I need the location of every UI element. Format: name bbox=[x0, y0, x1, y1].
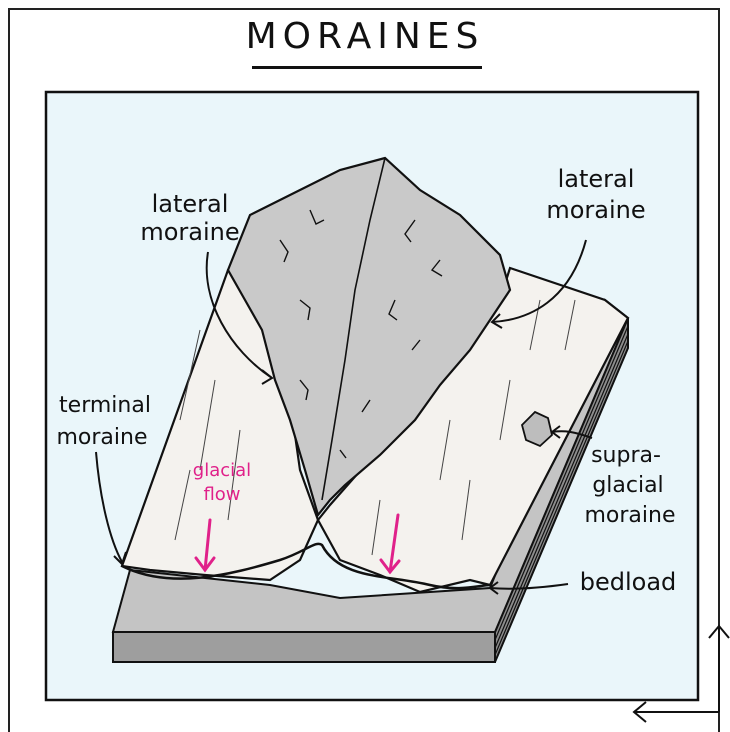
label-lateral-right-2: moraine bbox=[546, 196, 645, 224]
label-lateral-right-1: lateral bbox=[558, 165, 635, 193]
label-bedload: bedload bbox=[580, 568, 677, 596]
label-terminal-1: terminal bbox=[59, 393, 151, 418]
label-flow-1: glacial bbox=[193, 460, 251, 481]
label-flow-2: flow bbox=[203, 484, 240, 505]
label-terminal-2: moraine bbox=[56, 425, 147, 450]
label-supra-2: glacial bbox=[592, 473, 663, 498]
label-supra-3: moraine bbox=[584, 503, 675, 528]
ground-front-face bbox=[113, 632, 495, 662]
label-supra-1: supra- bbox=[591, 443, 661, 468]
label-lateral-left-1: lateral bbox=[152, 190, 229, 218]
label-lateral-left-2: moraine bbox=[140, 218, 239, 246]
